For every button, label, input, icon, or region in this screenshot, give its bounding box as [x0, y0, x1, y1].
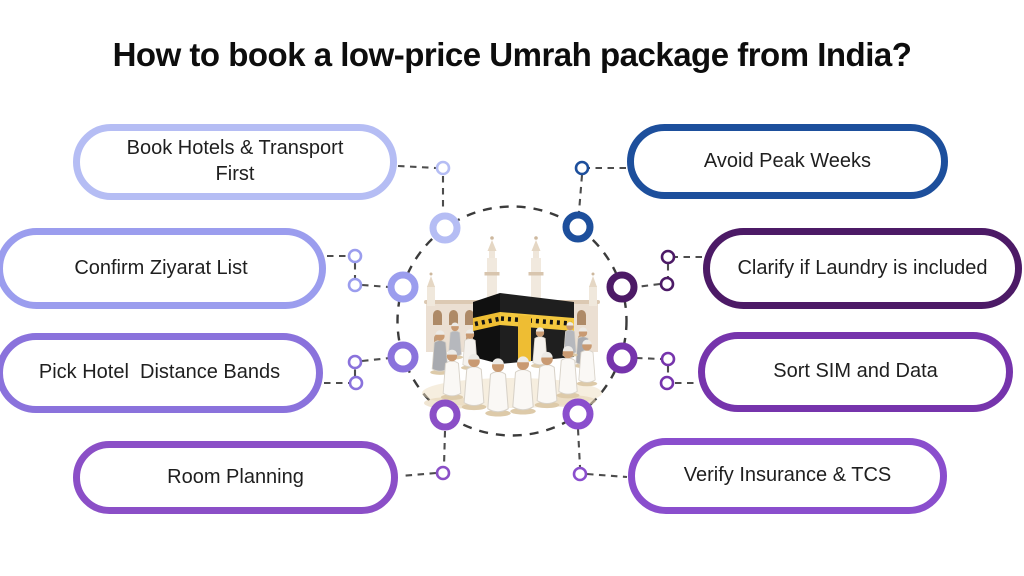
minaret-icon	[484, 236, 500, 304]
connector-dot	[660, 249, 676, 265]
node-ring	[606, 271, 638, 303]
connector-clarify-laundry	[635, 255, 702, 289]
connector-verify-insurance	[576, 428, 628, 479]
step-label: Pick Hotel Distance Bands	[38, 361, 281, 384]
connector-book-hotels	[397, 164, 445, 212]
minaret-icon	[528, 236, 544, 304]
node-ring	[429, 212, 461, 244]
connector-dot	[347, 248, 363, 264]
connector-sort-sim	[635, 356, 697, 385]
kaaba-with-pilgrims-illustration	[422, 236, 602, 418]
connector-avoid-peak	[577, 166, 626, 213]
step-box-pick-hotel: Pick Hotel Distance Bands	[0, 333, 323, 413]
node-ring	[429, 399, 461, 431]
step-label: Room Planning	[167, 465, 304, 488]
connector-lines	[324, 164, 702, 479]
step-box-avoid-peak: Avoid Peak Weeks	[627, 124, 948, 199]
node-rings	[387, 211, 638, 431]
step-label: Clarify if Laundry is included	[737, 256, 988, 279]
connector-dot	[347, 354, 363, 370]
step-box-verify-insurance: Verify Insurance & TCS	[628, 438, 947, 514]
connector-dot	[347, 277, 363, 293]
step-box-clarify-laundry: Clarify if Laundry is included	[703, 228, 1022, 309]
step-box-book-hotels: Book Hotels & Transport First	[73, 124, 397, 200]
connector-room-planning	[400, 430, 447, 478]
connector-dot	[574, 160, 590, 176]
connector-confirm-ziyarat	[327, 254, 390, 289]
step-label: Avoid Peak Weeks	[703, 149, 872, 172]
connector-dot	[659, 276, 675, 292]
step-label: Verify Insurance & TCS	[683, 464, 892, 487]
node-ring	[387, 341, 419, 373]
minaret-icon	[427, 272, 435, 306]
node-ring	[387, 271, 419, 303]
connector-dots	[347, 160, 676, 482]
kaaba-icon	[473, 293, 574, 364]
connector-dot	[435, 160, 451, 176]
connector-dot	[435, 465, 451, 481]
connector-pick-hotel	[324, 356, 391, 385]
connector-dot	[659, 375, 675, 391]
connector-dot	[348, 375, 364, 391]
step-box-sort-sim: Sort SIM and Data	[698, 332, 1013, 412]
node-ring	[562, 398, 594, 430]
page-title: How to book a low-price Umrah package fr…	[112, 36, 912, 73]
step-label: Book Hotels & Transport First	[126, 137, 349, 185]
connector-dot	[660, 351, 676, 367]
step-label: Sort SIM and Data	[773, 360, 938, 383]
step-box-room-planning: Room Planning	[73, 441, 398, 514]
node-ring	[606, 342, 638, 374]
pilgrim-figure	[484, 357, 512, 418]
connector-dot	[572, 466, 588, 482]
node-ring	[562, 211, 594, 243]
step-box-confirm-ziyarat: Confirm Ziyarat List	[0, 228, 326, 309]
dashed-circle	[396, 205, 628, 437]
step-label: Confirm Ziyarat List	[74, 256, 248, 279]
minaret-icon	[589, 272, 597, 306]
